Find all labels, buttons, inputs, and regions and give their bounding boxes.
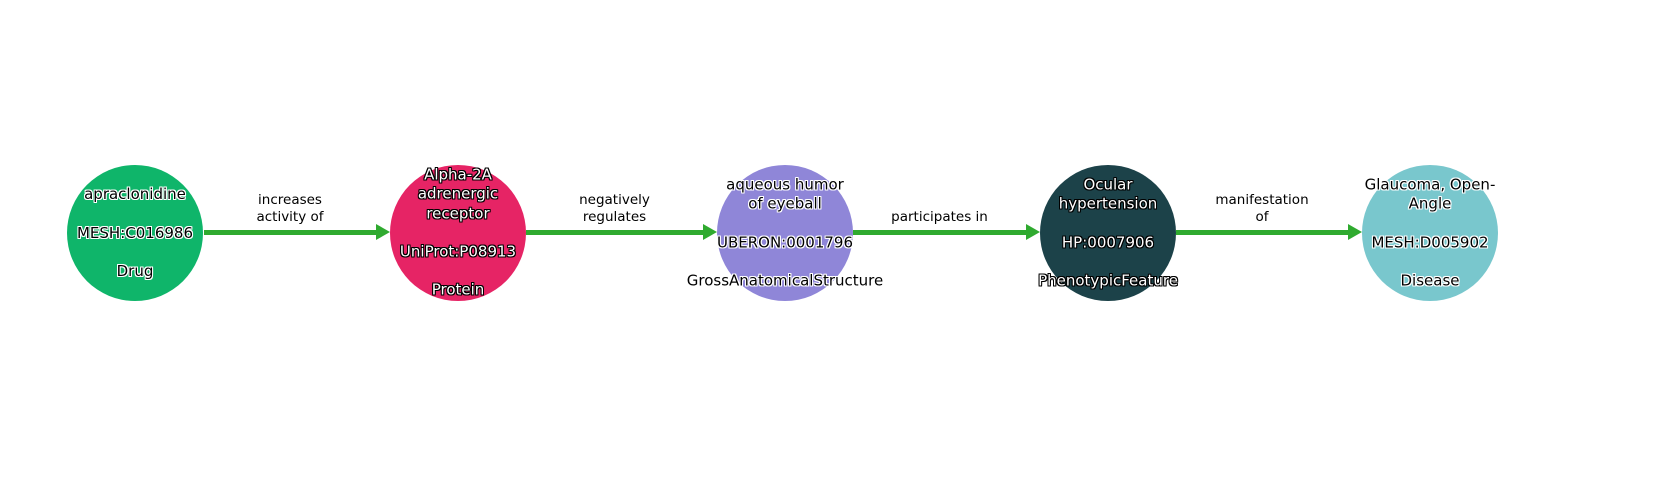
node-category: Protein <box>431 280 485 299</box>
edge-label: participates in <box>891 209 988 226</box>
node-category: Disease <box>1400 271 1460 290</box>
edge-label: negatively regulates <box>579 191 650 226</box>
edge-label: manifestation of <box>1215 191 1309 226</box>
edge-line <box>204 230 376 235</box>
node-category: Drug <box>116 261 154 280</box>
edge-line <box>853 230 1026 235</box>
edge-increases-activity-of: increases activity of <box>204 192 390 240</box>
node-id: HP:0007906 <box>1061 233 1155 251</box>
edge-negatively-regulates: negatively regulates <box>526 192 717 240</box>
edge-participates-in: participates in <box>853 209 1040 240</box>
edge-line <box>526 230 703 235</box>
node-category: PhenotypicFeature <box>1038 271 1178 290</box>
graph-node-disease: Glaucoma, Open- Angle MESH:D005902 Disea… <box>1362 165 1498 301</box>
edge-line <box>1176 230 1348 235</box>
arrowhead-icon <box>376 224 390 240</box>
node-id: UniProt:P08913 <box>399 242 517 261</box>
graph-node-anatomical-structure: aqueous humor of eyeball UBERON:0001796 … <box>687 165 883 301</box>
graph-node-drug: apraclonidine MESH:C016986 Drug <box>67 165 203 301</box>
arrowhead-icon <box>1348 224 1362 240</box>
node-id: MESH:D005902 <box>1371 233 1489 251</box>
node-category: GrossAnatomicalStructure <box>686 271 884 290</box>
edge-label: increases activity of <box>256 191 324 226</box>
graph-node-phenotypic-feature: Ocular hypertension HP:0007906 Phenotypi… <box>1038 165 1178 301</box>
arrowhead-icon <box>1026 224 1040 240</box>
edge-manifestation-of: manifestation of <box>1176 192 1362 240</box>
arrowhead-icon <box>703 224 717 240</box>
node-id: UBERON:0001796 <box>716 233 854 251</box>
graph-node-protein: Alpha-2A adrenergic receptor UniProt:P08… <box>390 165 526 301</box>
